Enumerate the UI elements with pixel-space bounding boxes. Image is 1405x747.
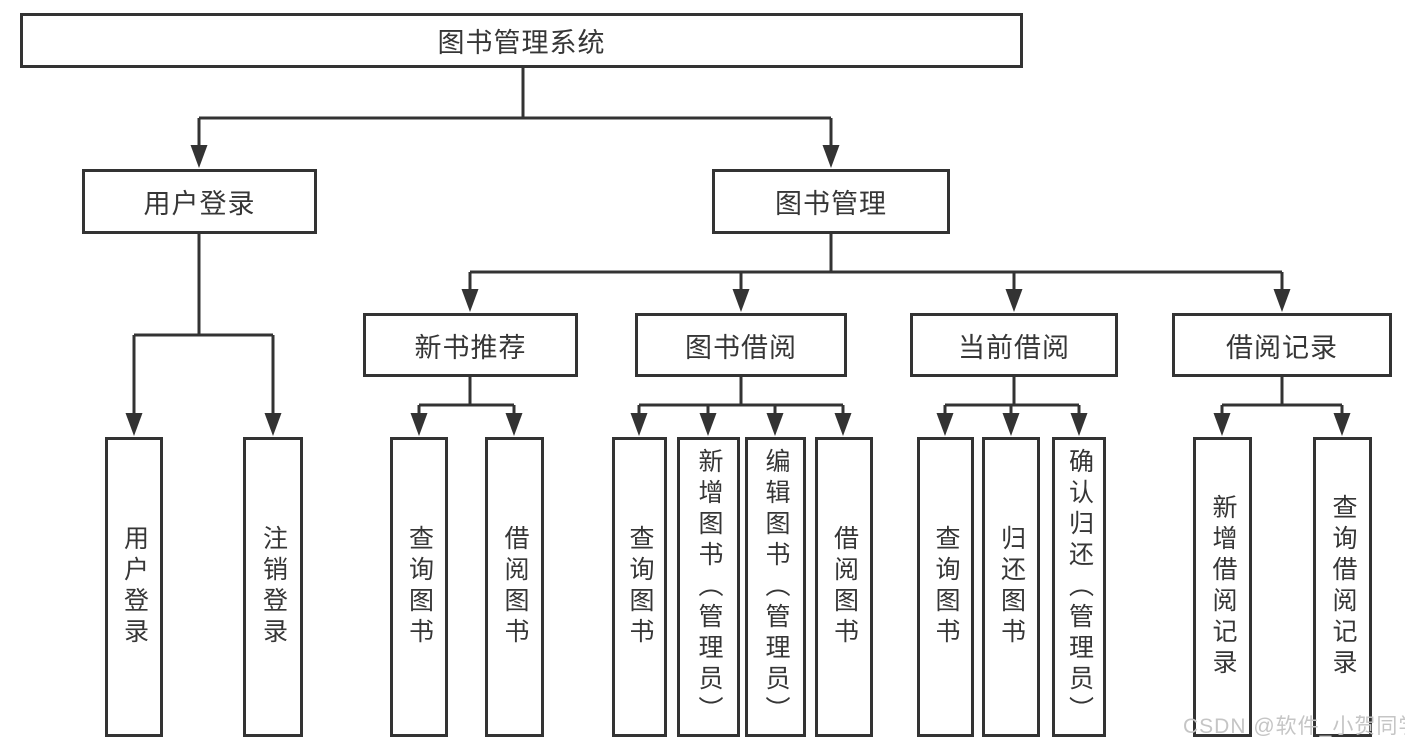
node-book-management: 图书管理 — [712, 169, 950, 234]
node-new-book-recommend: 新书推荐 — [363, 313, 578, 377]
node-borrow-records: 借阅记录 — [1172, 313, 1392, 377]
tree-edges — [132, 68, 1344, 415]
leaf-newbook-borrow-books: 借阅图书 — [485, 437, 544, 737]
leaf-user-login: 用户登录 — [105, 437, 163, 737]
leaf-current-confirm-return-admin: 确认归还（管理员） — [1052, 437, 1106, 737]
node-book-borrow: 图书借阅 — [635, 313, 847, 377]
leaf-records-add-record: 新增借阅记录 — [1193, 437, 1252, 737]
leaf-logout-login: 注销登录 — [243, 437, 303, 737]
arrow-down-icons — [125, 145, 1351, 436]
node-current-borrow: 当前借阅 — [910, 313, 1118, 377]
node-root: 图书管理系统 — [20, 13, 1023, 68]
leaf-current-query-books: 查询图书 — [917, 437, 974, 737]
csdn-watermark: CSDN @软件_小贺同学 — [1183, 715, 1405, 738]
leaf-borrow-query-books: 查询图书 — [612, 437, 667, 737]
node-user-login: 用户登录 — [82, 169, 317, 234]
leaf-records-query-record: 查询借阅记录 — [1313, 437, 1372, 737]
leaf-newbook-query-books: 查询图书 — [390, 437, 448, 737]
leaf-borrow-edit-books-admin: 编辑图书（管理员） — [745, 437, 806, 737]
leaf-borrow-add-books-admin: 新增图书（管理员） — [677, 437, 740, 737]
leaf-current-return-books: 归还图书 — [982, 437, 1040, 737]
leaf-borrow-borrow-books: 借阅图书 — [815, 437, 873, 737]
